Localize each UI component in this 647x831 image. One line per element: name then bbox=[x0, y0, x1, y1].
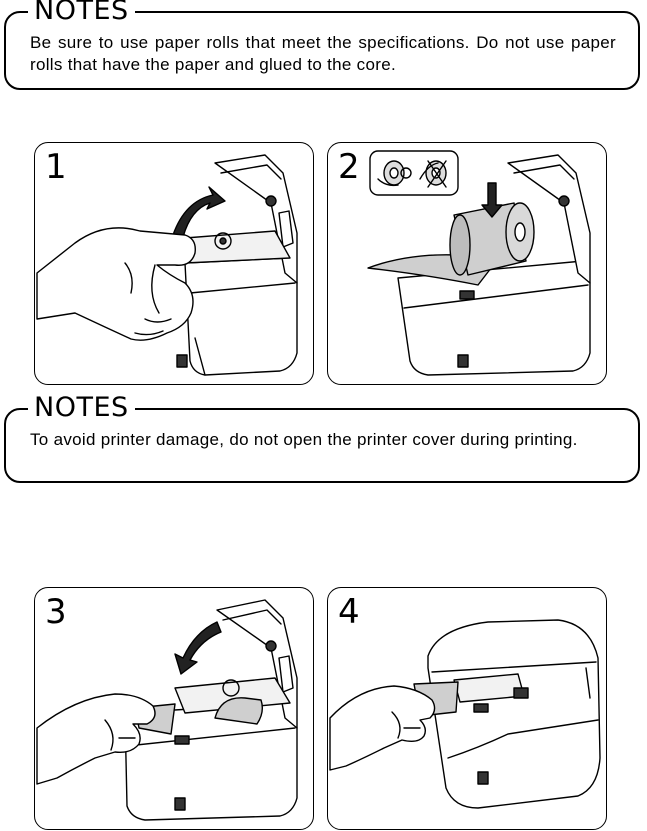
notes-text: To avoid printer damage, do not open the… bbox=[30, 429, 616, 451]
step-4-panel: 4 bbox=[327, 587, 607, 830]
notes-title: NOTES bbox=[28, 394, 135, 422]
close-cover-illustration bbox=[35, 588, 314, 830]
notes-title: NOTES bbox=[28, 0, 135, 25]
open-cover-illustration bbox=[35, 143, 314, 385]
notes-text: Be sure to use paper rolls that meet the… bbox=[30, 32, 616, 76]
step-3-panel: 3 bbox=[34, 587, 314, 830]
tear-paper-illustration bbox=[328, 588, 607, 830]
insert-roll-illustration bbox=[328, 143, 607, 385]
step-2-panel: 2 bbox=[327, 142, 607, 385]
notes-box-paper-rolls: NOTES Be sure to use paper rolls that me… bbox=[4, 11, 640, 90]
notes-box-printer-damage: NOTES To avoid printer damage, do not op… bbox=[4, 408, 640, 483]
step-1-panel: 1 bbox=[34, 142, 314, 385]
